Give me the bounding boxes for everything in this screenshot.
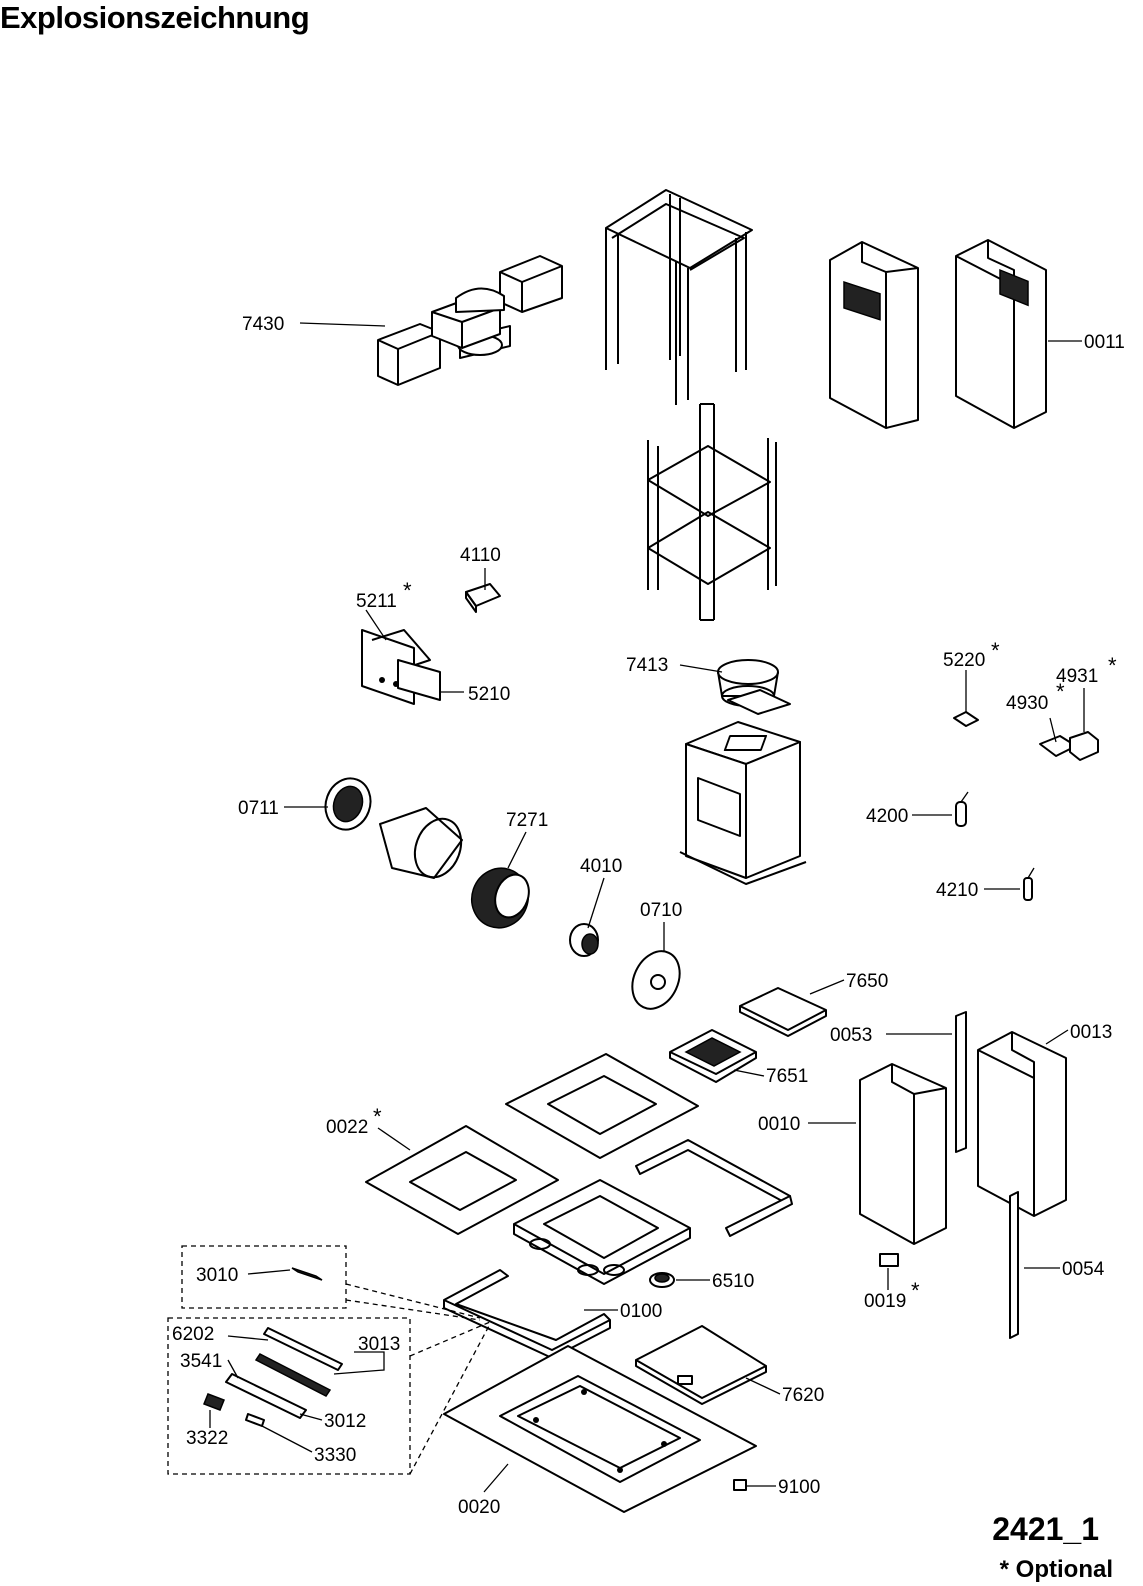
label-7413: 7413 — [626, 655, 668, 676]
label-7271: 7271 — [506, 810, 548, 831]
bulb-holder-6510 — [649, 1272, 675, 1288]
part-4110 — [465, 583, 501, 613]
gasket-0022 — [365, 1125, 559, 1235]
label-0013: 0013 — [1070, 1022, 1112, 1043]
label-3010: 3010 — [196, 1265, 238, 1286]
lower-chimney-cover-0013 — [977, 1031, 1067, 1217]
label-3013: 3013 — [358, 1334, 400, 1355]
upper-chimney-cover-0011 — [829, 239, 1047, 429]
screw-9100 — [733, 1479, 747, 1491]
filter-frame-7651 — [669, 1029, 757, 1083]
base-tray — [513, 1179, 691, 1285]
part-labels: 7430 0011 4110 5211 * 5210 7413 5220 * 4… — [172, 314, 1125, 1518]
page-title: Explosionszeichnung — [0, 0, 310, 35]
label-3322: 3322 — [186, 1428, 228, 1449]
filter-pad-7650 — [739, 987, 827, 1037]
label-0011: 0011 — [1084, 332, 1125, 353]
label-0100: 0100 — [620, 1301, 662, 1322]
inset-box-3010 — [181, 1245, 481, 1321]
part-0019 — [879, 1253, 899, 1267]
label-3541: 3541 — [180, 1351, 222, 1372]
label-7430: 7430 — [242, 314, 284, 335]
label-0710: 0710 — [640, 900, 682, 921]
optional-marker-4930: * — [1056, 679, 1065, 704]
label-0022: 0022 — [326, 1117, 368, 1138]
capacitor-4210 — [1023, 867, 1035, 901]
label-9100: 9100 — [778, 1477, 820, 1498]
outlet-ring-7413 — [717, 659, 791, 715]
strip-0053 — [955, 1011, 967, 1153]
label-4110: 4110 — [460, 545, 501, 566]
label-4931: 4931 — [1056, 666, 1098, 687]
capacitor-4200 — [955, 791, 969, 827]
label-0054: 0054 — [1062, 1259, 1105, 1280]
label-0019: 0019 — [864, 1291, 906, 1312]
optional-marker-0022: * — [373, 1104, 382, 1129]
motor-4010 — [569, 923, 599, 957]
label-5211: 5211 — [356, 591, 397, 612]
label-0711: 0711 — [238, 798, 279, 819]
duct-adapter-7430 — [377, 255, 563, 386]
label-4930: 4930 — [1006, 693, 1048, 714]
drawing-number: 2421_1 — [992, 1511, 1099, 1547]
fan-housing-box — [679, 721, 807, 885]
label-5220: 5220 — [943, 650, 985, 671]
control-board-5210-5211 — [361, 629, 441, 705]
optional-marker-5211: * — [403, 578, 412, 603]
strip-0054 — [1009, 1191, 1019, 1339]
label-7620: 7620 — [782, 1385, 824, 1406]
lower-frame — [647, 403, 777, 621]
relay-4930-4931 — [1039, 731, 1099, 761]
scroll-housing — [379, 807, 463, 879]
label-5210: 5210 — [468, 684, 510, 705]
impeller-7271 — [471, 867, 530, 929]
label-0053: 0053 — [830, 1025, 872, 1046]
label-3012: 3012 — [324, 1411, 366, 1432]
frame-bar-right — [635, 1139, 793, 1237]
optional-legend: * Optional — [999, 1556, 1113, 1583]
plate-0710 — [631, 950, 681, 1010]
label-6510: 6510 — [712, 1271, 754, 1292]
label-7651: 7651 — [766, 1066, 808, 1087]
front-frame-0100 — [443, 1269, 611, 1359]
label-3330: 3330 — [314, 1445, 356, 1466]
optional-marker-4931: * — [1108, 653, 1117, 678]
label-4210: 4210 — [936, 880, 978, 901]
label-4200: 4200 — [866, 806, 908, 827]
label-0020: 0020 — [458, 1497, 500, 1518]
optional-marker-5220: * — [991, 638, 1000, 663]
grease-filter-7620 — [635, 1325, 767, 1405]
lower-chimney-cover-0010 — [859, 1063, 947, 1245]
optional-marker-0019: * — [911, 1278, 920, 1303]
label-7650: 7650 — [846, 971, 888, 992]
inlet-grille-0711 — [324, 777, 372, 831]
canopy-0020 — [443, 1345, 757, 1513]
plate-upper — [505, 1053, 699, 1159]
upper-frame — [605, 189, 753, 405]
label-4010: 4010 — [580, 856, 622, 877]
leader-lines — [209, 322, 1085, 1493]
label-0010: 0010 — [758, 1114, 800, 1135]
part-5220 — [953, 711, 979, 727]
label-6202: 6202 — [172, 1324, 214, 1345]
